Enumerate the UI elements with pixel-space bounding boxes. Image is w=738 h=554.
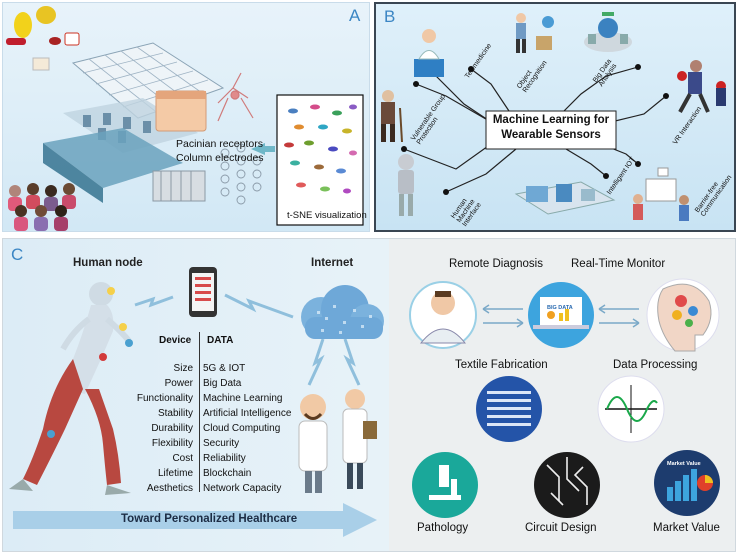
panel-a: A Pacinian receptors Column electrodes t…	[2, 2, 370, 232]
real-time-monitor-circle	[646, 278, 720, 352]
processing-circle	[597, 375, 665, 443]
data-item: Cloud Computing	[203, 423, 281, 434]
data-header: DATA	[207, 335, 234, 346]
textile-circle	[476, 376, 542, 442]
flow-arrows	[482, 304, 640, 328]
device-item: Durability	[151, 423, 193, 434]
remote-diagnosis-label: Remote Diagnosis	[449, 258, 543, 270]
connector-dots	[401, 64, 669, 195]
iot-icon	[514, 181, 616, 215]
doctor-cartoon-right	[342, 389, 377, 489]
panel-b-letter: B	[384, 7, 396, 26]
connector-lines	[403, 66, 667, 193]
device-list: Size Power Functionality Stability Durab…	[87, 361, 193, 496]
data-item: Artificial Intelligence	[203, 408, 292, 419]
electrodes-label: Column electrodes	[176, 152, 264, 164]
center-title-line2: Wearable Sensors	[501, 129, 601, 141]
table-divider	[199, 332, 200, 492]
device-item: Lifetime	[157, 468, 193, 479]
device-item: Power	[164, 378, 193, 389]
tsne-box	[276, 94, 364, 226]
panel-c-graphics	[9, 239, 735, 551]
big-data-icon	[584, 12, 632, 52]
center-title-line1: Machine Learning for	[492, 114, 610, 126]
pathology-circle	[412, 452, 478, 518]
banana-icon	[14, 12, 32, 38]
card-icon	[32, 57, 50, 71]
center-box	[485, 110, 617, 150]
people-icon	[8, 183, 76, 231]
data-item: Network Capacity	[203, 483, 282, 494]
circuit-design-label: Circuit Design	[525, 522, 597, 534]
doctor-cartoon-left	[298, 394, 328, 493]
vulnerable-group-icon	[381, 90, 403, 143]
lipstick-icon	[6, 38, 26, 45]
pathology-label: Pathology	[417, 522, 469, 534]
data-item: 5G & IOT	[203, 363, 246, 374]
panel-b: B Machine Learning for Wearable Sensors …	[374, 2, 736, 232]
data-processing-label: Data Processing	[613, 359, 698, 371]
remote-diagnosis-circle	[409, 281, 477, 349]
market-value-tag: Market Value	[667, 461, 701, 467]
panel-c-letter: C	[11, 245, 24, 264]
barrier-free-icon	[633, 167, 689, 221]
receptors-label: Pacinian receptors	[176, 138, 263, 150]
internet-label: Internet	[311, 257, 354, 269]
data-item: Blockchain	[203, 468, 252, 479]
panel-c: C Human node Internet Device DATA Size P…	[2, 238, 736, 552]
market-value-label: Market Value	[653, 522, 720, 534]
tsne-clusters	[284, 104, 357, 194]
data-item: Machine Learning	[203, 393, 283, 404]
market-circle	[654, 450, 720, 516]
device-item: Cost	[172, 453, 193, 464]
data-list: 5G & IOT Big Data Machine Learning Artif…	[203, 361, 303, 496]
neural-network-icon	[220, 143, 262, 205]
lemon-icon	[36, 6, 56, 24]
personalized-healthcare-text: Toward Personalized Healthcare	[121, 513, 298, 525]
cloud-icon	[301, 285, 384, 339]
robot-icon	[398, 154, 414, 216]
panel-a-letter: A	[349, 6, 361, 25]
object-recognition-icon	[516, 13, 554, 53]
box-icon	[64, 32, 80, 46]
circuit-circle	[534, 452, 600, 518]
tsne-caption: t-SNE visualization	[287, 210, 367, 221]
human-body-icon	[9, 282, 133, 495]
device-item: Size	[173, 363, 193, 374]
data-item: Reliability	[203, 453, 246, 464]
data-item: Big Data	[203, 378, 242, 389]
fruit-icon	[49, 37, 61, 45]
real-time-monitor-label: Real-Time Monitor	[571, 258, 666, 270]
panel-a-graphics	[6, 6, 364, 231]
device-header: Device	[159, 335, 192, 346]
panel-b-graphics	[381, 12, 726, 221]
telemedicine-icon	[414, 29, 444, 77]
device-item: Functionality	[136, 393, 193, 404]
device-item: Aesthetics	[146, 483, 193, 494]
vr-interaction-icon	[677, 60, 726, 113]
textile-fabrication-label: Textile Fabrication	[455, 359, 548, 371]
device-item: Stability	[157, 408, 193, 419]
wireless-link-icons	[134, 293, 361, 386]
human-node-label: Human node	[73, 257, 143, 269]
big-data-tag: BIG DATA	[547, 305, 573, 311]
big-data-circle	[528, 282, 594, 348]
device-item: Flexibility	[151, 438, 193, 449]
arrow-icon	[251, 143, 275, 155]
neuron-icon	[217, 72, 254, 122]
data-item: Security	[203, 438, 240, 449]
electrode-block	[152, 170, 206, 202]
personalized-arrow	[13, 503, 377, 537]
